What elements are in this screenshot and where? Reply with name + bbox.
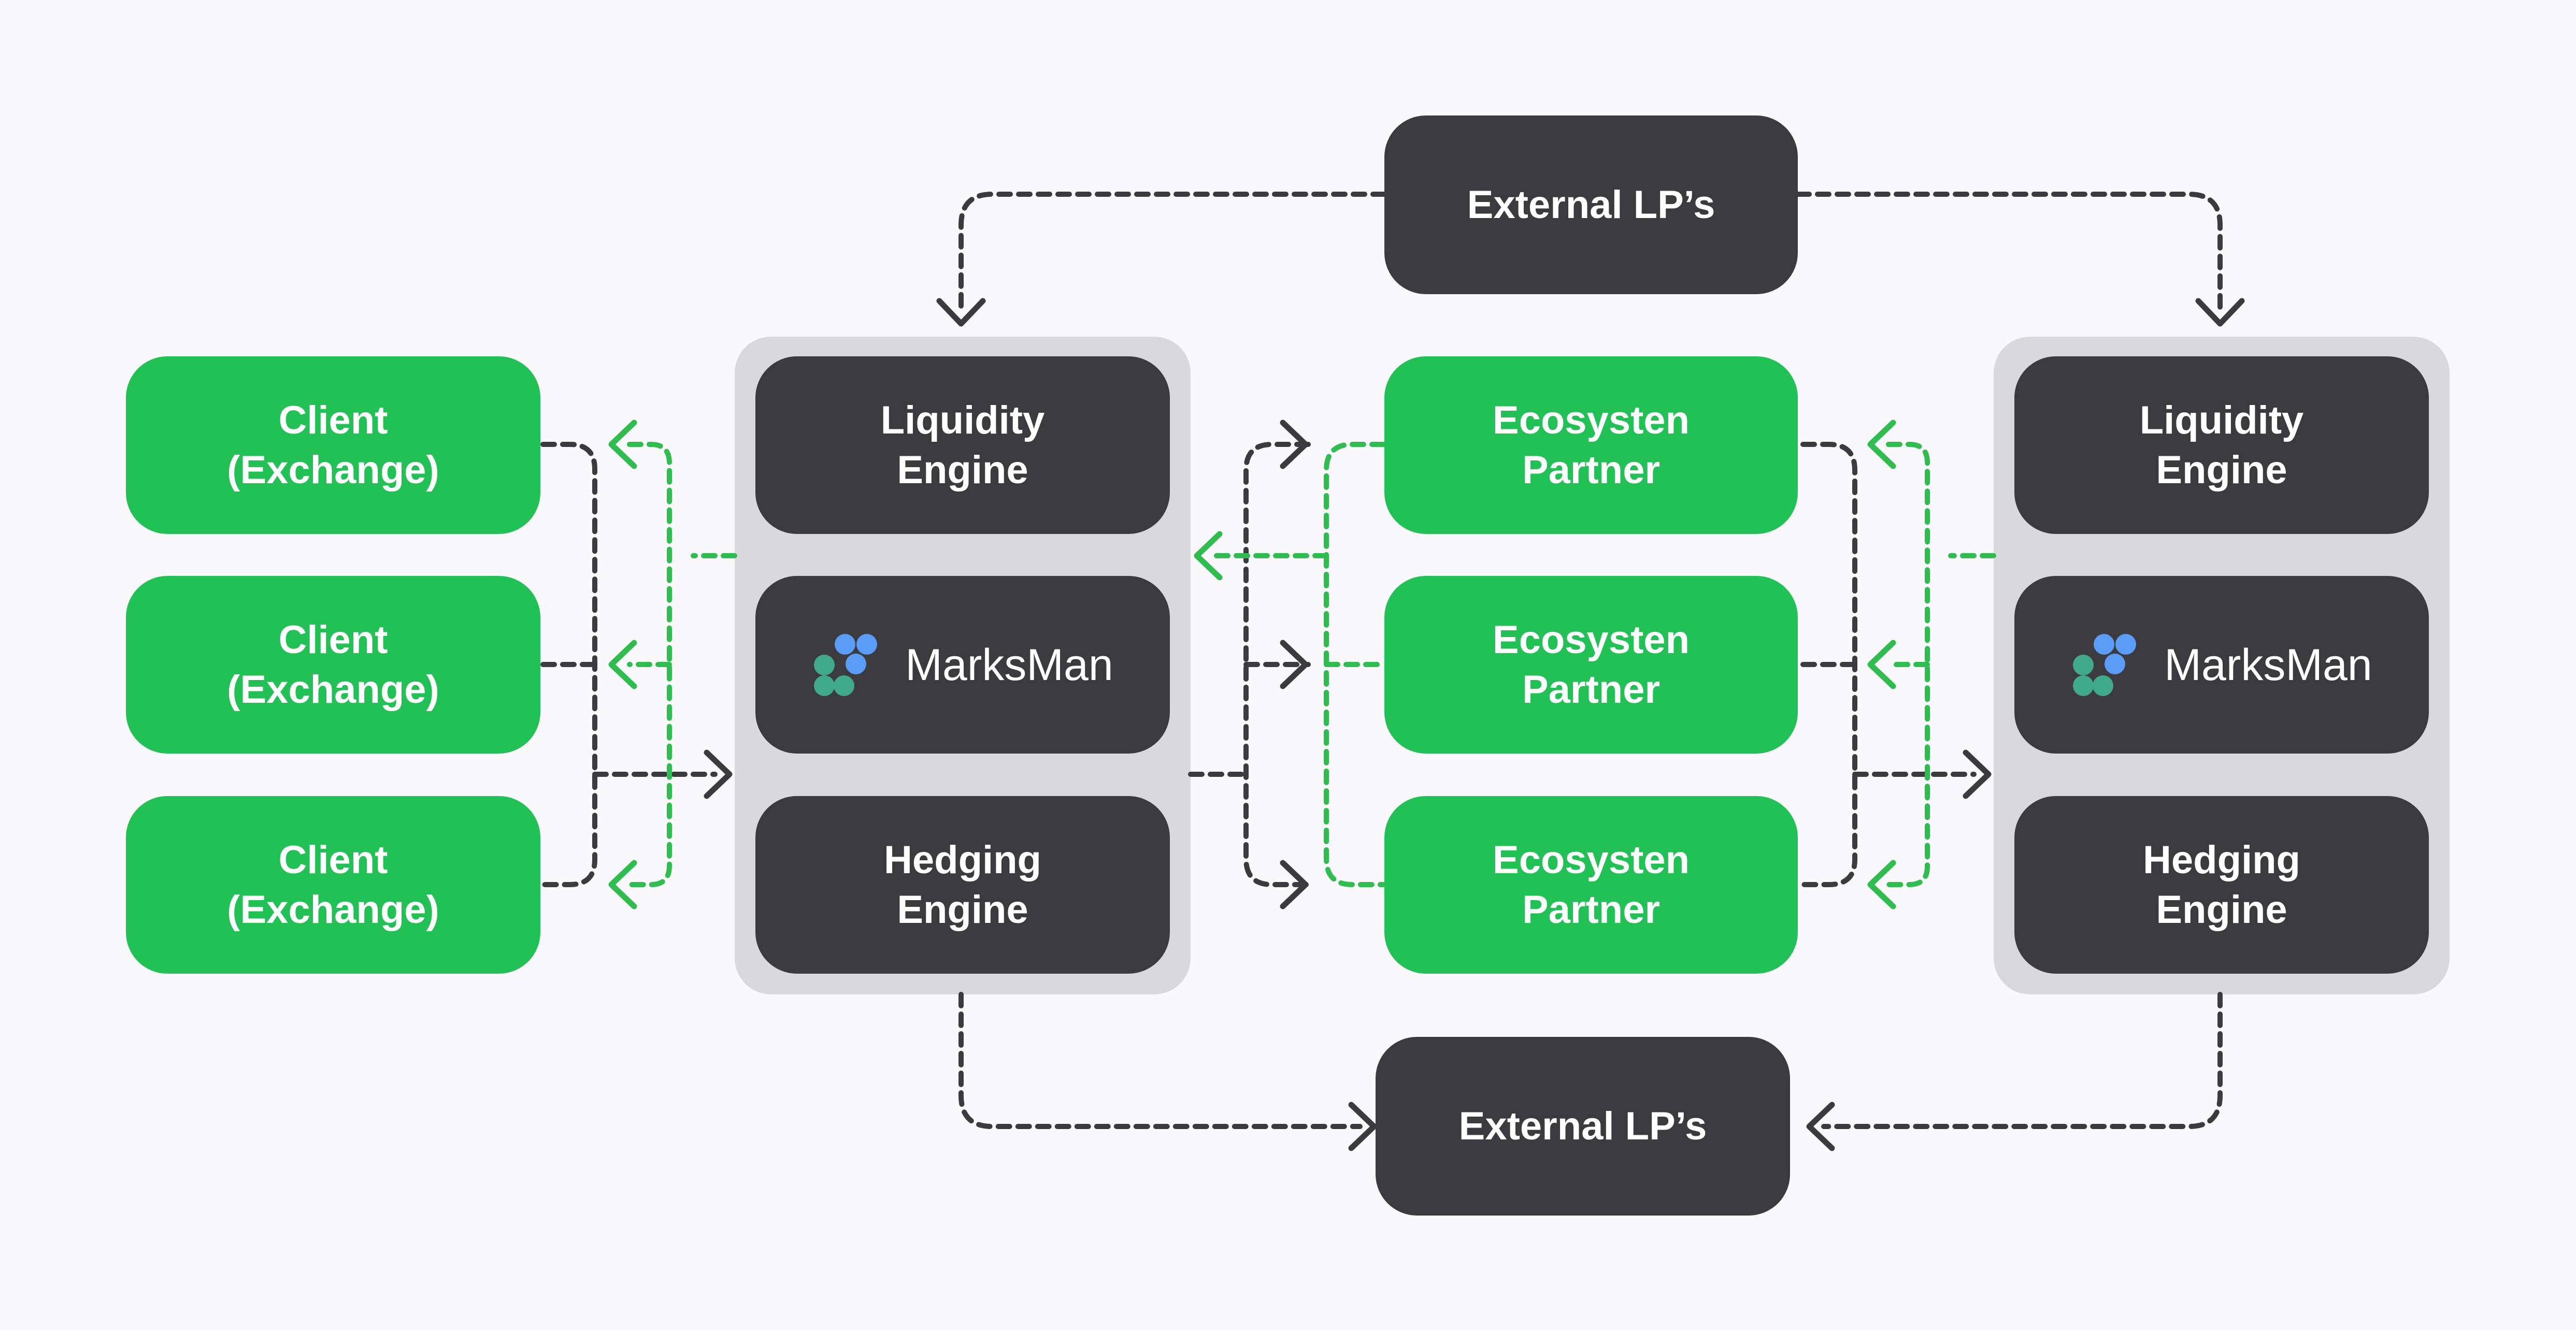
external-lp-top-node: External LP’s <box>1384 115 1798 294</box>
connector-right-to-lp-bottom <box>1821 992 2223 1129</box>
client-label-2: Client (Exchange) <box>227 617 439 712</box>
left-hedging-engine-label: Hedging Engine <box>884 837 1041 932</box>
right-hedging-engine-label: Hedging Engine <box>2143 837 2300 932</box>
right-liquidity-engine-node: Liquidity Engine <box>2014 356 2429 534</box>
left-marksman-node: MarksMan <box>755 576 1170 754</box>
connector-lp-top-to-right <box>1795 192 2223 313</box>
arrowhead-into-left-group <box>707 753 729 796</box>
right-liquidity-engine-label: Liquidity Engine <box>2139 398 2304 492</box>
partner-node-2: Ecosysten Partner <box>1384 576 1798 754</box>
green-connectors <box>627 442 1996 887</box>
connector-partners-branch <box>1243 442 1311 887</box>
right-marksman-brand: MarksMan <box>2071 632 2372 698</box>
client-label-1: Client (Exchange) <box>227 398 439 492</box>
client-label-3: Client (Exchange) <box>227 837 439 932</box>
connector-right-to-partners-branch <box>1886 442 1930 887</box>
external-lp-top-label: External LP’s <box>1467 182 1715 227</box>
left-liquidity-engine-label: Liquidity Engine <box>880 398 1045 492</box>
right-marksman-label: MarksMan <box>2164 640 2372 690</box>
arrowhead-into-right-group <box>1966 753 1988 796</box>
left-marksman-brand: MarksMan <box>812 632 1113 698</box>
partner-node-1: Ecosysten Partner <box>1384 356 1798 534</box>
marksman-logo-icon <box>2073 633 2137 696</box>
connector-lp-top-to-left <box>958 192 1387 313</box>
partner-label-1: Ecosysten Partner <box>1492 398 1690 492</box>
connector-left-to-lp-bottom <box>958 992 1363 1129</box>
right-marksman-node: MarksMan <box>2014 576 2429 754</box>
partner-label-2: Ecosysten Partner <box>1492 617 1690 712</box>
dark-connectors <box>540 192 2223 1129</box>
client-node-3: Client (Exchange) <box>126 796 540 974</box>
left-hedging-engine-node: Hedging Engine <box>755 796 1170 974</box>
partner-node-3: Ecosysten Partner <box>1384 796 1798 974</box>
external-lp-bottom-label: External LP’s <box>1458 1104 1707 1148</box>
connector-left-to-clients-branch <box>627 442 672 887</box>
right-hedging-engine-node: Hedging Engine <box>2014 796 2429 974</box>
arrowhead-partner-2-green <box>1870 643 1893 686</box>
external-lp-bottom-node: External LP’s <box>1376 1037 1790 1216</box>
marksman-logo-icon <box>814 633 878 696</box>
client-node-1: Client (Exchange) <box>126 356 540 534</box>
client-node-2: Client (Exchange) <box>126 576 540 754</box>
partner-label-3: Ecosysten Partner <box>1492 837 1690 932</box>
left-liquidity-engine-node: Liquidity Engine <box>755 356 1170 534</box>
left-marksman-label: MarksMan <box>905 640 1113 690</box>
